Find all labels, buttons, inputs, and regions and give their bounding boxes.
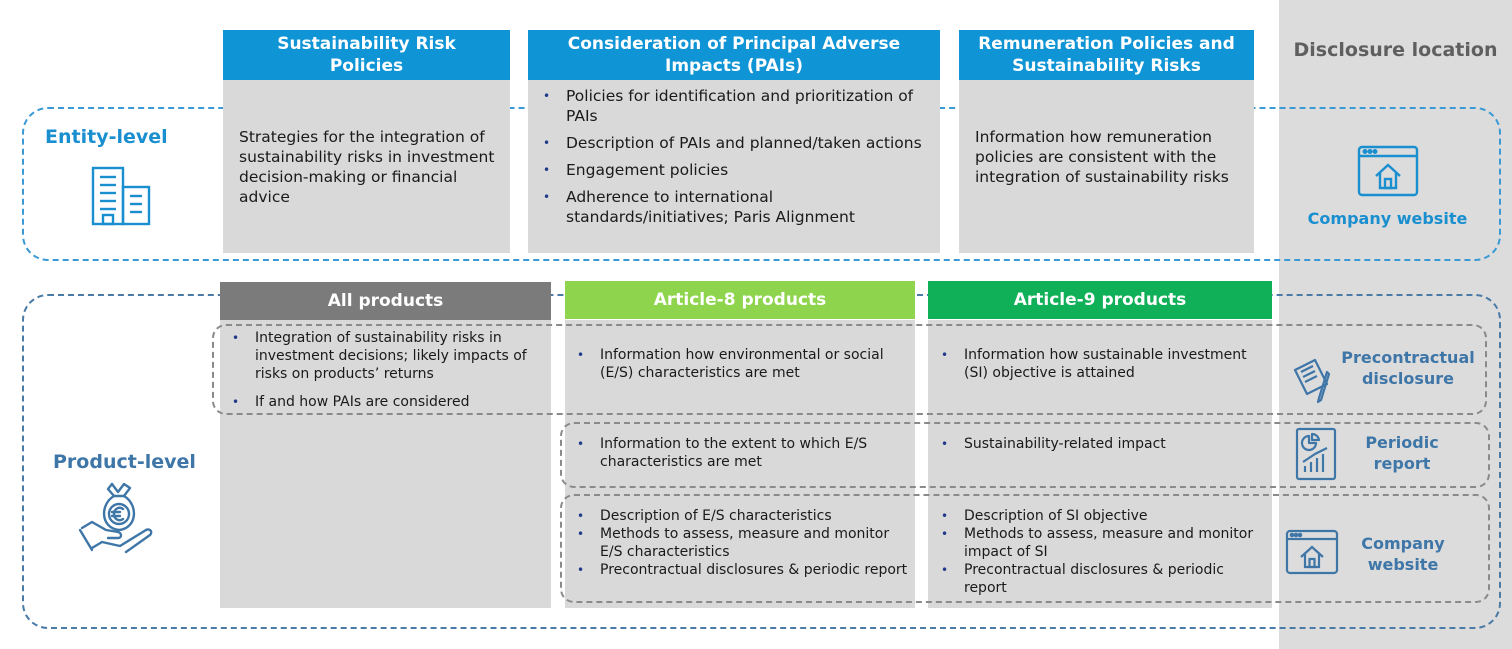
pai-item: Policies for identification and prioriti…: [531, 86, 933, 126]
pai-item: Engagement policies: [531, 160, 933, 180]
art8-header: Article-8 products: [565, 281, 915, 319]
art9-website-list: Description of SI objective Methods to a…: [929, 507, 1259, 597]
rem-header: Remuneration Policies and Sustainability…: [959, 30, 1254, 80]
money-bag-hand-icon: [78, 478, 162, 554]
disclosure-location-title: Disclosure location: [1293, 39, 1498, 61]
art8-website-item: Precontractual disclosures & periodic re…: [565, 561, 915, 579]
art8-precontractual-list: Information how environmental or social …: [565, 346, 915, 382]
entity-location-label: Company website: [1307, 209, 1468, 228]
pai-list: Policies for identification and prioriti…: [531, 86, 933, 227]
srp-header: Sustainability Risk Policies: [223, 30, 510, 80]
art8-precontractual-item: Information how environmental or social …: [565, 346, 915, 382]
document-pen-icon: [1289, 356, 1337, 404]
art9-precontractual-list: Information how sustainable investment (…: [929, 346, 1259, 382]
art9-periodic-list: Sustainability-related impact: [929, 435, 1259, 453]
all-products-item: Integration of sustainability risks in i…: [220, 329, 551, 383]
art8-website-list: Description of E/S characteristics Metho…: [565, 507, 915, 579]
precontractual-location-label: Precontractual disclosure: [1341, 348, 1475, 388]
browser-home-icon: [1357, 145, 1419, 197]
entity-level-label: Entity-level: [45, 126, 168, 148]
all-products-list: Integration of sustainability risks in i…: [220, 329, 551, 411]
art9-header: Article-9 products: [928, 281, 1272, 319]
all-products-item: If and how PAIs are considered: [220, 393, 551, 411]
browser-home-icon: [1285, 529, 1339, 575]
rem-box: [959, 79, 1254, 253]
art8-periodic-item: Information to the extent to which E/S c…: [565, 435, 915, 471]
product-level-label: Product-level: [53, 451, 196, 473]
srp-box: [223, 79, 510, 253]
periodic-location-label: Periodic report: [1365, 433, 1439, 473]
pai-item: Description of PAIs and planned/taken ac…: [531, 133, 933, 153]
art9-precontractual-item: Information how sustainable investment (…: [929, 346, 1259, 382]
report-chart-icon: [1293, 426, 1339, 482]
all-products-header: All products: [220, 282, 551, 320]
website-row-frame: [560, 494, 1490, 603]
website-location-label: Company website: [1361, 534, 1445, 574]
art9-website-item: Methods to assess, measure and monitor i…: [929, 525, 1259, 561]
art8-periodic-list: Information to the extent to which E/S c…: [565, 435, 915, 471]
srp-entity-text: Strategies for the integration of sustai…: [239, 128, 495, 206]
art8-website-item: Methods to assess, measure and monitor E…: [565, 525, 915, 561]
precontractual-row-frame: [212, 324, 1487, 415]
art8-website-item: Description of E/S characteristics: [565, 507, 915, 525]
pai-item: Adherence to international standards/ini…: [531, 187, 933, 227]
art9-website-item: Description of SI objective: [929, 507, 1259, 525]
rem-entity-text: Information how remuneration policies ar…: [975, 128, 1229, 186]
art9-periodic-item: Sustainability-related impact: [929, 435, 1259, 453]
art9-website-item: Precontractual disclosures & periodic re…: [929, 561, 1259, 597]
pai-header: Consideration of Principal Adverse Impac…: [528, 30, 940, 80]
periodic-row-frame: [560, 422, 1490, 488]
building-icon: [88, 165, 154, 227]
